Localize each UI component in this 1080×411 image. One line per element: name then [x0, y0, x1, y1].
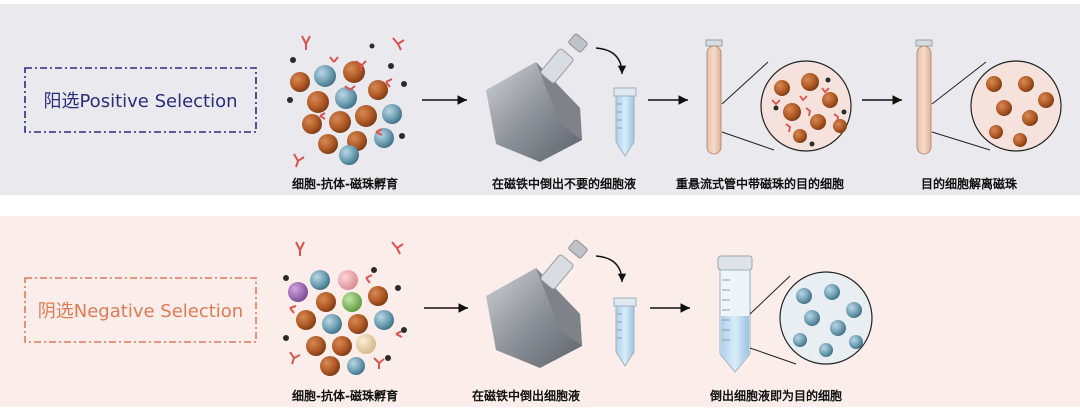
pour-arrow: [595, 255, 627, 283]
released-tube: [915, 39, 991, 155]
step-caption: 倒出细胞液即为目的细胞: [709, 389, 843, 403]
step-caption: 目的细胞解离磁珠: [920, 177, 1018, 191]
negative-selection-panel: 阴选Negative Selection 细胞-抗体-磁珠孵育 在磁铁中倒出细胞…: [0, 216, 1080, 407]
positive-diagram: [24, 33, 1062, 168]
positive-title: 阳选Positive Selection: [43, 91, 238, 112]
negative-diagram: [24, 239, 873, 376]
step-caption: 在磁铁中倒出不要的细胞液: [491, 177, 637, 191]
magnet: [486, 33, 588, 162]
flow-tube: [705, 39, 775, 155]
positive-title-box: [24, 67, 257, 133]
magnified-free-cells: [970, 60, 1062, 152]
magnified-cells: [760, 60, 852, 152]
positive-selection-panel: 阳选Positive Selection 细胞-抗体-磁珠孵育 在磁铁中倒出不要…: [0, 4, 1080, 195]
negative-title: 阴选Negative Selection: [37, 301, 244, 322]
cell-antibody-bead-cluster: [287, 35, 407, 168]
magnified-target-cells: [779, 271, 873, 365]
step-caption: 细胞-抗体-磁珠孵育: [292, 389, 398, 403]
step-caption: 在磁铁中倒出细胞液: [471, 389, 581, 403]
collection-tube: [613, 87, 637, 157]
step-caption: 重悬流式管中带磁珠的目的细胞: [675, 177, 845, 191]
step-caption: 细胞-抗体-磁珠孵育: [292, 177, 398, 191]
magnet: [486, 239, 588, 368]
cell-antibody-bead-cluster: [283, 241, 407, 376]
negative-title-box: [24, 277, 257, 343]
collection-tube: [613, 297, 637, 367]
pour-arrow: [595, 47, 627, 75]
conical-tube: [717, 255, 797, 373]
